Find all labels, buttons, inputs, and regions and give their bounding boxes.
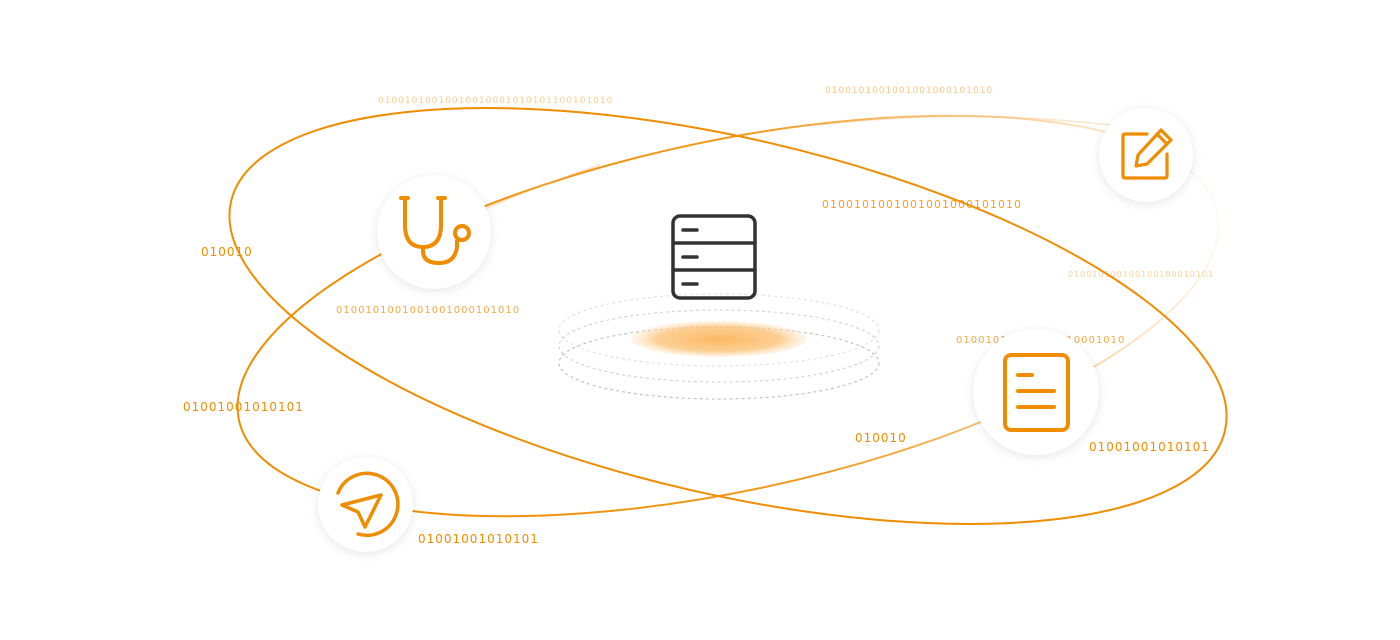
server-icon <box>671 214 757 300</box>
binary-label: 01001001010101 <box>1089 440 1210 454</box>
document-node[interactable] <box>973 329 1099 455</box>
edit-node[interactable] <box>1099 108 1193 202</box>
platform-rings <box>558 293 880 400</box>
navigation-node[interactable] <box>318 457 413 552</box>
stethoscope-node[interactable] <box>377 175 491 289</box>
binary-label: 01001010010010010001010101100101010 <box>378 96 614 106</box>
binary-label: 0100101001001001000101010 <box>825 86 994 96</box>
platform-glow <box>631 321 807 357</box>
orbit-faint-arc-top <box>819 115 1111 126</box>
binary-label: 010010 <box>201 245 253 259</box>
orbit-ellipse-a <box>228 107 1228 525</box>
binary-label: 01001001010101 <box>418 532 539 546</box>
document-icon <box>1003 353 1070 432</box>
orbit-ellipse-b <box>236 114 1220 518</box>
binary-label: 010010100100100100010101 <box>1068 270 1215 279</box>
stethoscope-icon <box>399 196 471 265</box>
binary-label: 0100101001001001000101010 <box>822 198 1022 211</box>
binary-label: 010010 <box>855 431 907 445</box>
binary-label: 0100101001001001000101010 <box>336 305 521 316</box>
binary-label: 01001001010101 <box>183 400 304 414</box>
navigation-arrow-icon <box>336 471 400 538</box>
edit-icon <box>1121 128 1173 180</box>
